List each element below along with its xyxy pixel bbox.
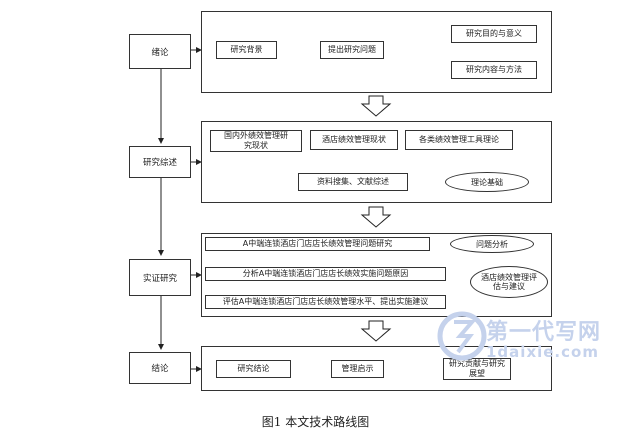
oval-evaluation-suggest: 酒店绩效管理评估与建议: [470, 266, 548, 298]
down-arrow-1: [360, 95, 392, 117]
box-data-review: 资料搜集、文献综述: [298, 173, 408, 191]
problem-analysis-text: 问题分析: [476, 239, 508, 249]
box-contribution-outlook: 研究贡献与研究展望: [443, 358, 511, 380]
contribution-outlook-text: 研究贡献与研究展望: [449, 359, 505, 378]
box-research-conclusion: 研究结论: [216, 360, 291, 378]
watermark-line1: 第一代写网: [486, 320, 602, 345]
down-arrow-2: [360, 206, 392, 228]
stage-conclusion-label: 结论: [151, 364, 169, 374]
stage-empirical-label: 实证研究: [142, 273, 177, 284]
problem-study-text: A中端连锁酒店门店店长绩效管理问题研究: [242, 239, 393, 248]
box-research-purpose: 研究目的与意义: [451, 25, 537, 43]
research-background-text: 研究背景: [230, 45, 263, 54]
research-conclusion-text: 研究结论: [237, 364, 270, 373]
watermark-logo-icon: [437, 311, 487, 361]
figure-caption: 图1 本文技术路线图: [261, 415, 370, 429]
down-arrow-3: [360, 320, 392, 342]
evaluation-suggest-text: 酒店绩效管理评估与建议: [481, 273, 537, 291]
box-research-content: 研究内容与方法: [451, 61, 537, 79]
research-question-text: 提出研究问题: [328, 45, 376, 54]
box-cause-analysis: 分析A中端连锁酒店门店店长绩效实施问题原因: [205, 267, 446, 281]
box-evaluate-propose: 评估A中端连锁酒店门店店长绩效管理水平、提出实施建议: [205, 295, 446, 309]
box-research-background: 研究背景: [216, 41, 277, 59]
box-management-insight: 管理启示: [331, 360, 384, 378]
tool-theory-text: 各类绩效管理工具理论: [419, 135, 499, 144]
stage-conclusion: 结论: [129, 352, 191, 384]
evaluate-propose-text: 评估A中端连锁酒店门店店长绩效管理水平、提出实施建议: [222, 297, 429, 306]
theory-basis-text: 理论基础: [471, 177, 503, 187]
stage-intro-label: 绪论: [151, 47, 169, 58]
box-hotel-status: 酒店绩效管理现状: [310, 130, 398, 150]
oval-problem-analysis: 问题分析: [450, 235, 534, 253]
data-review-text: 资料搜集、文献综述: [317, 177, 389, 186]
management-insight-text: 管理启示: [341, 364, 374, 373]
stage-intro: 绪论: [129, 34, 191, 69]
stage-review: 研究综述: [129, 146, 191, 178]
watermark-line2: 1daixie.com: [486, 343, 599, 361]
domestic-status-text: 国内外绩效管理研究现状: [224, 131, 288, 150]
cause-analysis-text: 分析A中端连锁酒店门店店长绩效实施问题原因: [242, 269, 409, 278]
oval-theory-basis: 理论基础: [445, 172, 529, 192]
research-purpose-text: 研究目的与意义: [466, 29, 522, 38]
hotel-status-text: 酒店绩效管理现状: [322, 135, 386, 144]
box-domestic-status: 国内外绩效管理研究现状: [210, 130, 302, 152]
box-problem-study: A中端连锁酒店门店店长绩效管理问题研究: [205, 237, 430, 251]
stage-review-label: 研究综述: [142, 158, 177, 168]
stage-empirical: 实证研究: [129, 259, 191, 296]
box-research-question: 提出研究问题: [320, 41, 384, 59]
research-content-text: 研究内容与方法: [466, 65, 522, 74]
box-tool-theory: 各类绩效管理工具理论: [405, 130, 513, 150]
